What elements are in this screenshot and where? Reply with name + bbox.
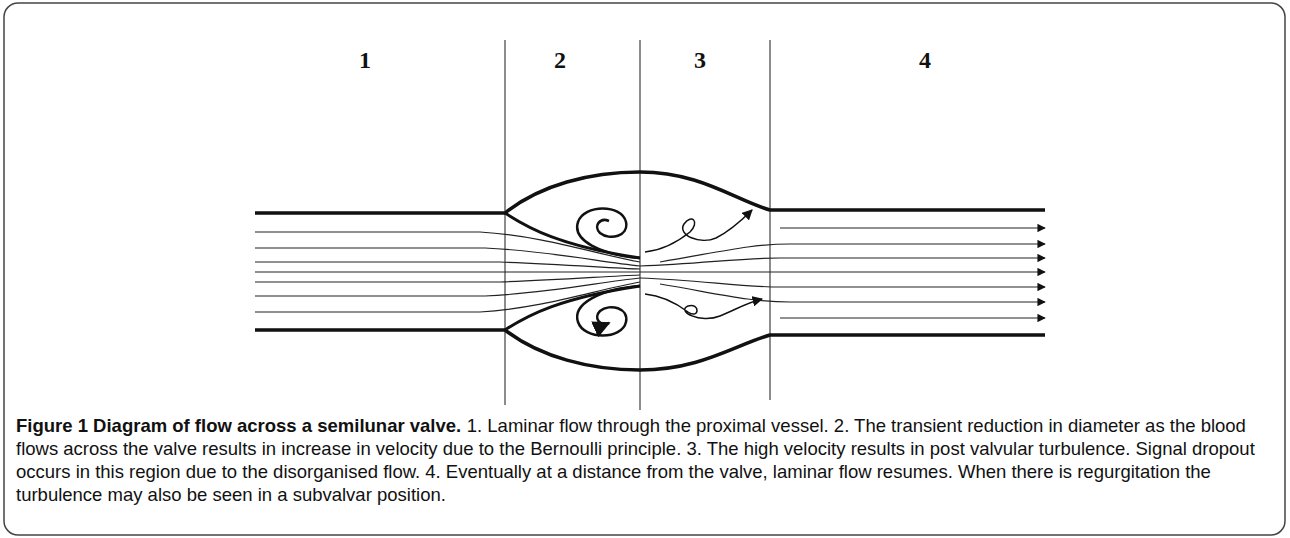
region-dividers xyxy=(505,40,770,410)
vessel-wall xyxy=(255,172,1045,370)
region-number: 1 xyxy=(359,47,371,74)
turbulent-eddy xyxy=(645,210,762,319)
region-number: 2 xyxy=(554,47,566,74)
region-number: 4 xyxy=(919,47,931,74)
figure-frame xyxy=(4,3,1285,535)
vortex xyxy=(577,209,640,336)
figure-caption: Figure 1 Diagram of flow across a semilu… xyxy=(16,414,1274,506)
flow-streamlines xyxy=(255,228,1045,318)
figure-title: Figure 1 Diagram of flow across a semilu… xyxy=(16,415,461,436)
region-number: 3 xyxy=(694,47,706,74)
